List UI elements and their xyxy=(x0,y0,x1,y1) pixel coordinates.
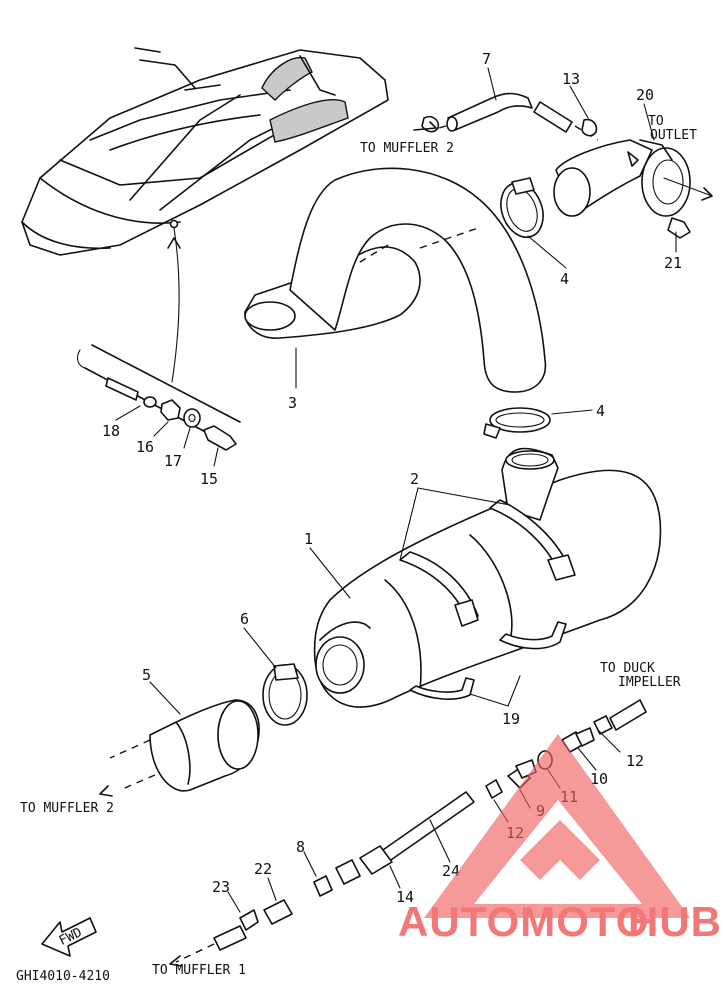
part-number-23: 23 xyxy=(212,878,230,896)
watermark-brand-part1: AUTOMOTO xyxy=(398,898,649,945)
nut-16 xyxy=(160,399,181,421)
part-number-5: 5 xyxy=(142,666,151,684)
note-to-muffler-1: TO MUFFLER 1 xyxy=(152,963,246,978)
exhaust-pipe-3 xyxy=(244,167,547,393)
outlet-20 xyxy=(553,139,713,217)
note-to-muffler-2-top: TO MUFFLER 2 xyxy=(360,141,454,156)
part-number-7: 7 xyxy=(482,50,491,68)
part-number-17: 17 xyxy=(164,452,182,470)
part-number-16: 16 xyxy=(136,438,154,456)
clamp-13 xyxy=(581,118,598,137)
part-number-1: 1 xyxy=(304,530,313,548)
handle-pad xyxy=(261,56,313,101)
note-to-duck-impeller-line1: TO DUCK xyxy=(600,661,655,676)
note-to-muffler-2-left: TO MUFFLER 2 xyxy=(20,801,114,816)
part-number-19: 19 xyxy=(502,710,520,728)
part-number-21: 21 xyxy=(664,254,682,272)
hose-5 xyxy=(99,699,260,797)
muffler-1 xyxy=(313,447,662,708)
fwd-direction-marker: FWD xyxy=(41,917,97,957)
part-number-6: 6 xyxy=(240,610,249,628)
part-number-14: 14 xyxy=(396,888,414,906)
watercraft-illustration xyxy=(21,47,389,383)
part-number-18: 18 xyxy=(102,422,120,440)
part-number-13: 13 xyxy=(562,70,580,88)
part-number-4-upper: 4 xyxy=(560,270,569,288)
fitting-15 xyxy=(203,425,237,451)
part-number-8: 8 xyxy=(296,838,305,856)
band-19 xyxy=(409,621,567,700)
hose-24 xyxy=(335,791,475,889)
hose-7 xyxy=(431,92,599,141)
bolt-21 xyxy=(667,217,691,239)
clamp-6 xyxy=(262,663,308,726)
watermark-brand-part2: HUB xyxy=(628,898,722,945)
clamp-4-lower xyxy=(483,407,551,439)
note-to-duck-impeller-line2: IMPELLER xyxy=(618,675,681,690)
drain-fitting-assembly xyxy=(76,344,241,467)
note-to-outlet-line2: OUTLET xyxy=(650,128,697,143)
part-number-4-lower: 4 xyxy=(596,402,605,420)
watermark: AUTOMOTO HUB xyxy=(398,734,722,945)
part-number-10: 10 xyxy=(590,770,608,788)
drawing-code: GHI4010-4210 xyxy=(16,969,110,984)
part-number-12-upper: 12 xyxy=(626,752,644,770)
note-to-outlet-line1: TO xyxy=(648,114,664,129)
part-number-20: 20 xyxy=(636,86,654,104)
part-number-2: 2 xyxy=(410,470,419,488)
small-fittings-8-22-23 xyxy=(169,851,333,967)
washer-17 xyxy=(183,408,201,428)
watermark-triangle-logo xyxy=(424,734,690,918)
clamp-4-upper xyxy=(500,177,544,238)
seat-pad xyxy=(269,99,349,143)
part-number-3: 3 xyxy=(288,394,297,412)
part-number-22: 22 xyxy=(254,860,272,878)
leader-lines xyxy=(149,67,655,715)
band-2 xyxy=(399,499,576,627)
part-number-15: 15 xyxy=(200,470,218,488)
